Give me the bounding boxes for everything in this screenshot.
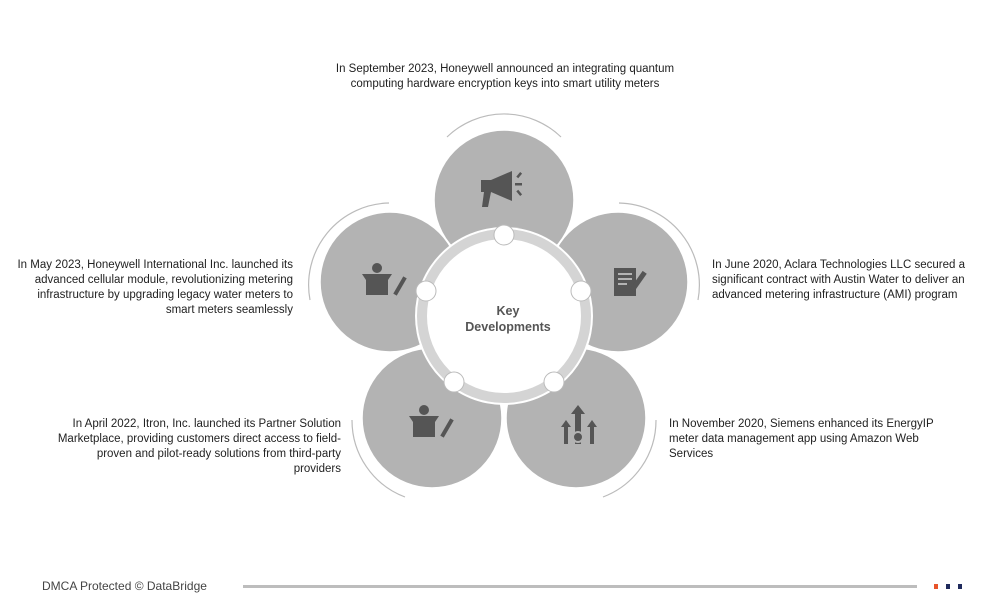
development-bottom-right-text: In November 2020, Siemens enhanced its E… — [669, 418, 934, 460]
megaphone-icon — [481, 171, 523, 207]
ring-dot — [443, 371, 465, 393]
idea-box-pencil-icon — [409, 405, 454, 438]
ring-dot — [493, 224, 515, 246]
brand-square-navy — [958, 584, 962, 589]
ring-dot — [415, 280, 437, 302]
idea-box-pencil-icon — [362, 263, 407, 296]
ring-dot — [543, 371, 565, 393]
development-right-text: In June 2020, Aclara Technologies LLC se… — [712, 259, 965, 301]
development-bottom-left-text: In April 2022, Itron, Inc. launched its … — [57, 418, 341, 475]
ring-dot — [570, 280, 592, 302]
footer-divider — [243, 585, 917, 588]
footer-copyright: DMCA Protected © DataBridge — [42, 579, 207, 593]
development-left-text: In May 2023, Honeywell International Inc… — [17, 259, 293, 316]
brand-square-navy — [946, 584, 950, 589]
outer-arcs — [308, 113, 700, 498]
center-label-line2: Developments — [465, 320, 550, 334]
development-top-text: In September 2023, Honeywell announced a… — [335, 63, 675, 90]
document-edit-icon — [614, 268, 647, 296]
brand-square-orange — [934, 584, 938, 589]
ring-inner — [428, 240, 580, 392]
center-label-line1: Key — [497, 304, 520, 318]
growth-arrows-gear-icon — [561, 405, 597, 444]
